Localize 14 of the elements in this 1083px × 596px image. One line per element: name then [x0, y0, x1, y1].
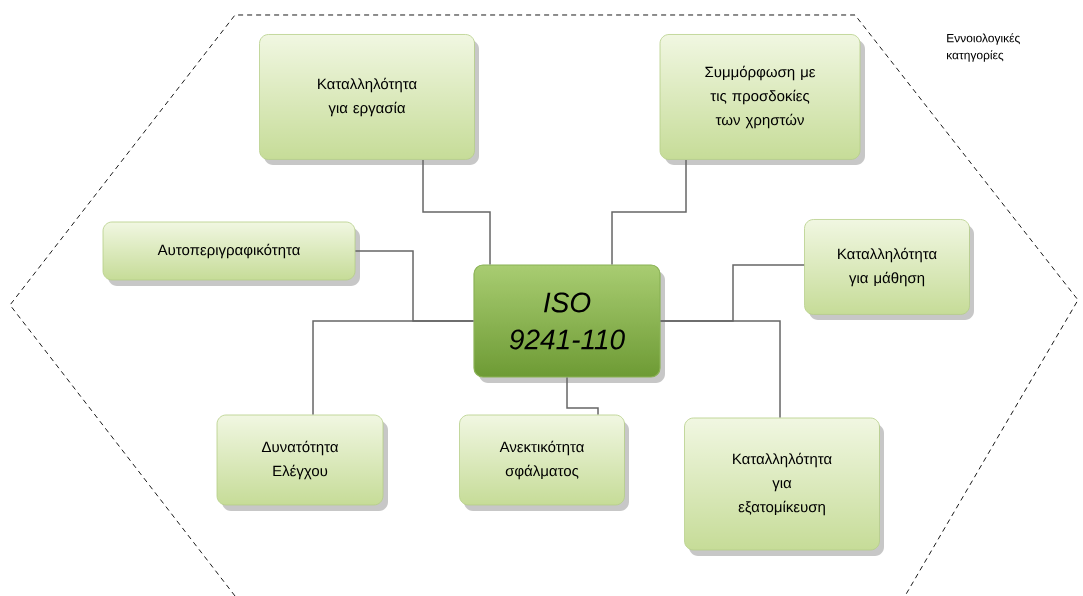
- connector-line: [566, 376, 599, 416]
- category-label: Εννοιολογικές κατηγορίες: [947, 33, 1020, 62]
- connector-line: [422, 159, 491, 266]
- concept-box: Καταλληλότητα για εξατομίκευση: [684, 417, 884, 556]
- central-box: ISO 9241-110: [473, 264, 665, 383]
- connector-line: [659, 320, 781, 419]
- concept-box: Δυνατότητα Ελέγχου: [216, 414, 388, 511]
- connector-line: [611, 159, 687, 266]
- concept-box: Αυτοπεριγραφικότητα: [102, 221, 360, 286]
- concept-box: Συμμόρφωση με τις προσδοκίες των χρηστών: [659, 34, 865, 165]
- concept-box: Καταλληλότητα για εργασία: [259, 34, 479, 165]
- connector-line: [312, 320, 475, 416]
- concept-box: Ανεκτικότητα σφάλματος: [459, 414, 629, 511]
- concept-box: Καταλληλότητα για μάθηση: [804, 219, 974, 320]
